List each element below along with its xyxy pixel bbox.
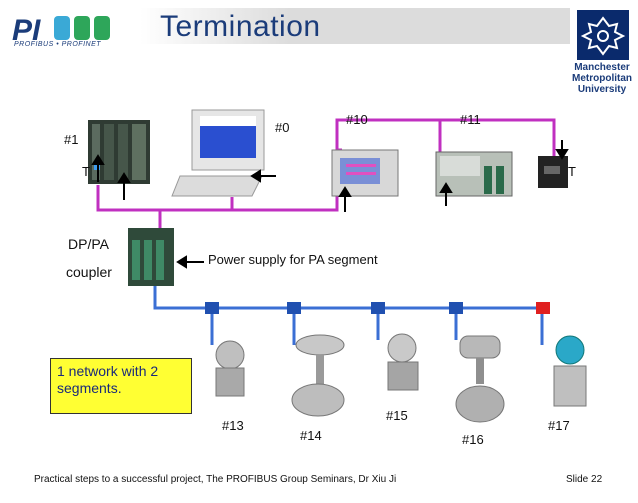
terminator-label-right: T — [568, 164, 576, 179]
node-label-10: #10 — [346, 112, 368, 127]
node-label-13: #13 — [222, 418, 244, 433]
university-crest-icon — [577, 10, 629, 60]
valve-icon-16 — [455, 335, 505, 423]
logo-subtitle: PROFIBUS • PROFINET — [14, 41, 102, 48]
pa-junction-boxes — [205, 302, 463, 314]
transmitter-icon-15 — [387, 333, 419, 391]
university-name: Manchester Metropolitan University — [566, 62, 638, 95]
terminator-arrow-icon — [338, 186, 352, 212]
terminator-arrow-icon — [91, 154, 105, 182]
node-label-1: #1 — [64, 132, 79, 147]
profibus-logo: PI — [12, 14, 110, 47]
pa-terminator — [536, 302, 550, 314]
transmitter-icon-13 — [215, 340, 245, 397]
flowmeter-icon-17 — [553, 335, 587, 407]
power-supply-label: Power supply for PA segment — [208, 252, 378, 267]
note-box: 1 network with 2 segments. — [50, 358, 192, 414]
node-label-16: #16 — [462, 432, 484, 447]
node-label-17: #17 — [548, 418, 570, 433]
title-bar — [140, 8, 570, 44]
terminator-arrow-icon — [117, 172, 131, 200]
field-device-icon — [538, 156, 568, 188]
hmi-panel-icon — [331, 149, 399, 197]
slide-title: Termination — [160, 10, 321, 43]
university-name-line: University — [577, 84, 627, 95]
footer-text: Practical steps to a successful project,… — [34, 474, 397, 485]
university-name-line: Manchester — [574, 62, 630, 73]
node-label-15: #15 — [386, 408, 408, 423]
valve-icon-14 — [291, 334, 345, 417]
coupler-label-line1: DP/PA — [68, 236, 109, 252]
pc-workstation-icon — [171, 109, 265, 197]
profibus-pa-bus — [153, 285, 548, 345]
coupler-label-line2: coupler — [66, 264, 112, 280]
university-name-line: Metropolitan — [572, 73, 632, 84]
terminator-label-left: T — [82, 164, 90, 179]
power-supply-arrow-icon — [176, 255, 204, 269]
terminator-arrow-icon — [250, 169, 276, 183]
node-label-11: #11 — [460, 112, 481, 127]
terminator-arrow-icon — [439, 182, 453, 206]
slide-number: Slide 22 — [566, 474, 603, 485]
terminator-arrow-icon — [555, 140, 569, 160]
svg-text:PI: PI — [12, 14, 41, 47]
node-label-14: #14 — [300, 428, 322, 443]
dp-pa-coupler-icon — [128, 228, 174, 286]
node-label-0: #0 — [275, 120, 290, 135]
